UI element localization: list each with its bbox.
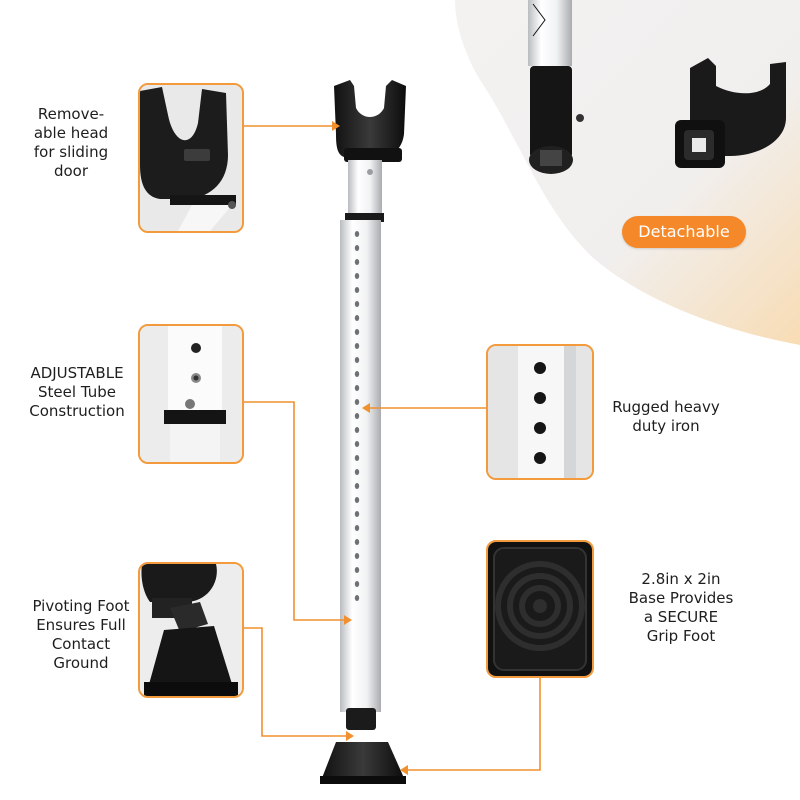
tube-hole bbox=[354, 581, 360, 587]
detached-tube-end bbox=[528, 0, 584, 174]
background-swoosh bbox=[455, 0, 800, 345]
tube-hole bbox=[354, 259, 360, 265]
callout-grip-base: 2.8in x 2in Base Provides a SECURE Grip … bbox=[628, 570, 734, 645]
tube-hole bbox=[354, 385, 360, 391]
tube-hole bbox=[354, 287, 360, 293]
tube-hole bbox=[354, 595, 360, 601]
tube-hole bbox=[354, 553, 360, 559]
inset-removable-head bbox=[138, 83, 244, 233]
tube-holes bbox=[354, 231, 360, 601]
inset-grip-base bbox=[486, 540, 594, 678]
tube-hole bbox=[354, 497, 360, 503]
detached-head bbox=[675, 58, 786, 168]
tube-hole bbox=[354, 567, 360, 573]
tube-hole bbox=[354, 315, 360, 321]
callout-pivoting-foot: Pivoting Foot Ensures Full Contact Groun… bbox=[32, 597, 130, 672]
tube-hole bbox=[354, 539, 360, 545]
connector-lines bbox=[244, 121, 541, 775]
tube-hole bbox=[354, 455, 360, 461]
tube-hole bbox=[354, 525, 360, 531]
inset-heavy-iron bbox=[486, 344, 594, 480]
tube-hole bbox=[354, 301, 360, 307]
tube-hole bbox=[354, 483, 360, 489]
tube-hole bbox=[354, 441, 360, 447]
inset-pivoting-foot bbox=[138, 562, 244, 698]
tube-hole bbox=[354, 427, 360, 433]
callout-adjustable-tube: ADJUSTABLE Steel Tube Construction bbox=[29, 364, 125, 420]
tube-hole bbox=[354, 371, 360, 377]
tube-hole bbox=[354, 343, 360, 349]
tube-hole bbox=[354, 245, 360, 251]
tube-hole bbox=[354, 329, 360, 335]
detachable-badge: Detachable bbox=[622, 216, 746, 248]
callout-removable-head: Remove- able head for sliding door bbox=[33, 105, 109, 180]
callout-heavy-iron: Rugged heavy duty iron bbox=[612, 398, 720, 435]
tube-hole bbox=[354, 511, 360, 517]
security-bar bbox=[320, 80, 406, 784]
tube-hole bbox=[354, 357, 360, 363]
tube-hole bbox=[354, 413, 360, 419]
tube-hole bbox=[354, 469, 360, 475]
tube-hole bbox=[354, 231, 360, 237]
tube-hole bbox=[354, 273, 360, 279]
tube-hole bbox=[354, 399, 360, 405]
inset-adjustable-tube bbox=[138, 324, 244, 464]
